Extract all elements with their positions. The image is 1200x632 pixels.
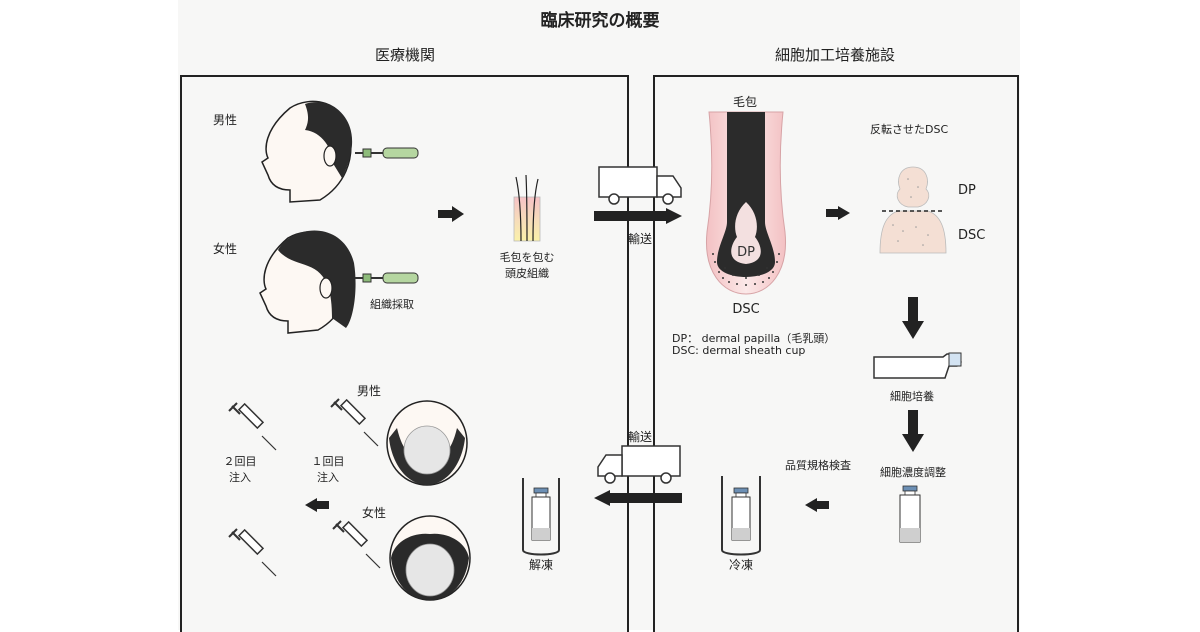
punch-tool-icon: [355, 147, 419, 159]
quality-test-label: 品質規格検査: [785, 459, 851, 472]
definition-dp: DP： dermal papilla（毛乳頭）: [672, 332, 836, 345]
inverted-dsc-label: 反転させたDSC: [870, 123, 949, 136]
cell-concentration-label: 細胞濃度調整: [880, 466, 946, 479]
transport-arrow-left-icon: [594, 490, 682, 506]
male-scalp-top-view-icon: [386, 400, 468, 486]
syringe-icon: [330, 398, 379, 447]
female-scalp-top-view-icon: [389, 515, 471, 601]
diagram-title: 臨床研究の概要: [540, 11, 660, 31]
female-head-icon: [259, 230, 356, 334]
freeze-label: 冷凍: [728, 558, 754, 572]
dp-inside-label: DP: [737, 245, 755, 260]
arrow-left-icon: [305, 498, 329, 512]
syringe-icon: [332, 520, 381, 569]
syringe-icon: [228, 528, 277, 577]
transport-label-top: 輸送: [627, 232, 653, 246]
male-label-bottom: 男性: [357, 384, 382, 398]
dp-label: DP: [958, 183, 976, 198]
second-injection-label: ２回目 注入: [223, 455, 257, 484]
right-panel-heading: 細胞加工培養施設: [774, 46, 896, 64]
arrow-left-icon: [805, 498, 829, 512]
punch-tool-icon: [355, 272, 419, 284]
inverted-dsc-illustration: [879, 166, 947, 254]
truck-icon: [598, 166, 682, 205]
transport-arrow-right-icon: [594, 208, 682, 224]
thaw-label: 解凍: [528, 558, 554, 572]
arrow-right-icon: [826, 206, 850, 220]
dsc-label: DSC: [958, 228, 986, 243]
hair-follicle-illustration: [705, 111, 787, 295]
male-head-icon: [261, 100, 353, 203]
arrow-down-icon: [902, 297, 924, 339]
tissue-collection-label: 組織採取: [370, 298, 414, 311]
arrow-down-icon: [902, 410, 924, 452]
vial-icon: [899, 485, 921, 543]
scalp-tissue-label: 毛包を包む 頭皮組織: [499, 251, 555, 280]
culture-flask-icon: [873, 352, 962, 379]
hair-follicle-label: 毛包: [732, 95, 758, 109]
scalp-tissue-icon: [513, 174, 541, 242]
first-injection-label: １回目 注入: [311, 455, 345, 484]
male-label: 男性: [213, 113, 238, 127]
freeze-vial-icon: [721, 476, 761, 556]
thaw-vial-icon: [522, 478, 560, 556]
cell-culture-label: 細胞培養: [890, 390, 934, 403]
arrow-right-icon: [438, 206, 464, 222]
dsc-below-label: DSC: [732, 302, 760, 317]
female-label-bottom: 女性: [362, 506, 387, 520]
syringe-icon: [228, 402, 277, 451]
left-panel-heading: 医療機関: [374, 46, 436, 64]
transport-label-bottom: 輸送: [627, 430, 653, 444]
definition-dsc: DSC: dermal sheath cup: [672, 344, 806, 357]
female-label: 女性: [213, 242, 238, 256]
truck-icon: [597, 445, 681, 484]
